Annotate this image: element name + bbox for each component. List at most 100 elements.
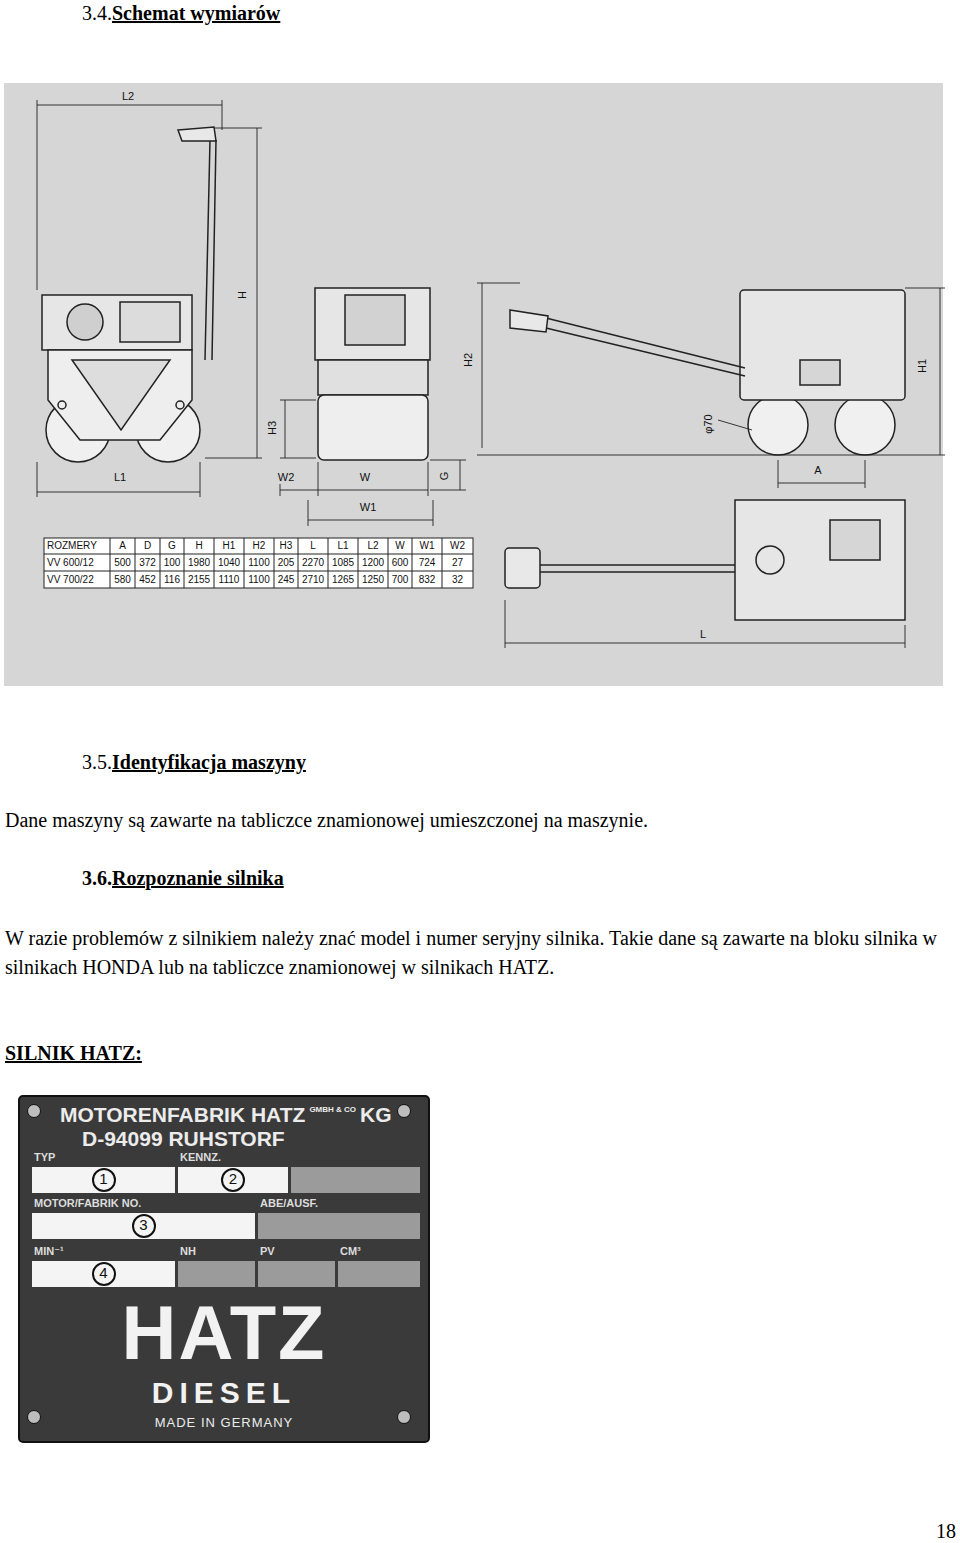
callout-number: 3: [132, 1214, 156, 1238]
drawing-rect: [318, 395, 428, 460]
section-heading: Rozpoznanie silnika: [112, 866, 284, 890]
drawing-circle: [756, 546, 784, 574]
origin-text: MADE IN GERMANY: [155, 1415, 294, 1430]
drawing-path: [44, 538, 473, 588]
drawing-path: [212, 140, 216, 360]
table-cell: H: [195, 540, 202, 552]
drawing-circle: [748, 395, 808, 455]
drawing-path: [48, 350, 192, 440]
table-cell: 2710: [302, 574, 324, 586]
table-cell: W1: [420, 540, 435, 552]
paragraph: W razie problemów z silnikiem należy zna…: [5, 924, 940, 982]
drawing-path: [37, 462, 200, 497]
drawing-panel: [4, 83, 943, 686]
screw: [27, 1410, 41, 1424]
dimension-lines-left: [37, 100, 262, 497]
front-view: [315, 288, 430, 460]
drawing-rect: [120, 302, 180, 342]
table-cell: 27: [452, 557, 463, 569]
table-cell: D: [144, 540, 151, 552]
table-cell: L2: [367, 540, 378, 552]
table-cell: 2155: [188, 574, 210, 586]
drawing-path: [505, 600, 905, 648]
screw: [397, 1410, 411, 1424]
dimension-label: H2: [462, 352, 474, 368]
drawing-circle: [176, 401, 184, 409]
field-label: TYP: [34, 1151, 55, 1164]
table-cell: 1200: [362, 557, 384, 569]
drawing-path: [546, 318, 745, 376]
table-cell: 1980: [188, 557, 210, 569]
table-cell: 600: [392, 557, 409, 569]
table-cell: 832: [419, 574, 436, 586]
table-cell: H1: [223, 540, 236, 552]
dimension-label: G: [438, 471, 450, 482]
table-cell: 1100: [248, 557, 270, 569]
field-label: MOTOR/FABRIK NO.: [34, 1197, 141, 1210]
table-cell: 700: [392, 574, 409, 586]
drawing-path: [72, 360, 170, 430]
drawing-path: [905, 288, 945, 455]
blank-field: [291, 1167, 420, 1193]
drawing-rect: [345, 295, 405, 345]
section-number: 3.5.: [82, 750, 112, 774]
nameplate-text: D-94099 RUHSTORF: [82, 1127, 285, 1151]
table-cell: 1040: [218, 557, 240, 569]
table-cell: 205: [278, 557, 295, 569]
drawing-path: [718, 420, 752, 430]
engine-nameplate: MOTORENFABRIK HATZGMBH & COKGD-94099 RUH…: [18, 1095, 430, 1443]
table-cell: 1265: [332, 574, 354, 586]
side-view-left: [42, 127, 216, 462]
section-number: 3.4.: [82, 1, 112, 25]
brand-logo: HATZ: [122, 1293, 327, 1373]
field-label: KENNZ.: [180, 1151, 221, 1164]
field-label: MIN⁻¹: [34, 1245, 64, 1258]
table-cell: 116: [164, 574, 180, 586]
drawing-circle: [58, 401, 66, 409]
drawing-rect: [44, 538, 473, 588]
dimension-label: H: [236, 290, 248, 300]
drawing-path: [37, 100, 222, 290]
drawing-rect: [42, 295, 192, 350]
screw: [397, 1104, 411, 1118]
value-field: 3: [32, 1213, 255, 1239]
table-cell: 1250: [362, 574, 384, 586]
nameplate-field: NH: [178, 1245, 255, 1287]
nameplate-field: KENNZ. 2: [178, 1151, 288, 1193]
dimension-label: φ70: [702, 413, 714, 434]
field-label: NH: [180, 1245, 196, 1258]
drawing-rect: [735, 500, 905, 620]
drawing-path: [540, 565, 735, 572]
dimension-line-top: [505, 600, 905, 648]
dimension-label: W: [359, 471, 371, 483]
side-view-right: [510, 290, 905, 455]
table-cell: 724: [419, 557, 436, 569]
dimension-label: A: [813, 464, 822, 476]
table-cell: 32: [452, 574, 463, 586]
drawing-rect: [830, 520, 880, 560]
nameplate-field: MIN⁻¹4: [32, 1245, 175, 1287]
drawing-path: [280, 400, 316, 458]
drawing-rect: [740, 290, 905, 400]
drawing-path: [477, 283, 945, 455]
nameplate-field: PV: [258, 1245, 335, 1287]
brand-subtitle: DIESEL: [152, 1377, 296, 1409]
value-field: 2: [178, 1167, 288, 1193]
table-cell: 100: [164, 557, 181, 569]
table-cell: 1100: [248, 574, 270, 586]
table-cell: 452: [139, 574, 156, 586]
field-label: PV: [260, 1245, 275, 1258]
blank-field: [338, 1261, 420, 1287]
paragraph: Dane maszyny są zawarte na tabliczce zna…: [5, 808, 940, 832]
nameplate-field: CM³: [338, 1245, 420, 1287]
field-label: CM³: [340, 1245, 361, 1258]
section-heading: Identyfikacja maszyny: [112, 750, 306, 774]
section-number: 3.6.: [82, 866, 112, 890]
dimension-label: H3: [266, 420, 278, 436]
table-cell: L1: [337, 540, 348, 552]
drawing-rect: [800, 360, 840, 385]
drawing-path: [205, 128, 262, 458]
table-cell: 500: [114, 557, 131, 569]
drawing-path: [778, 460, 865, 488]
